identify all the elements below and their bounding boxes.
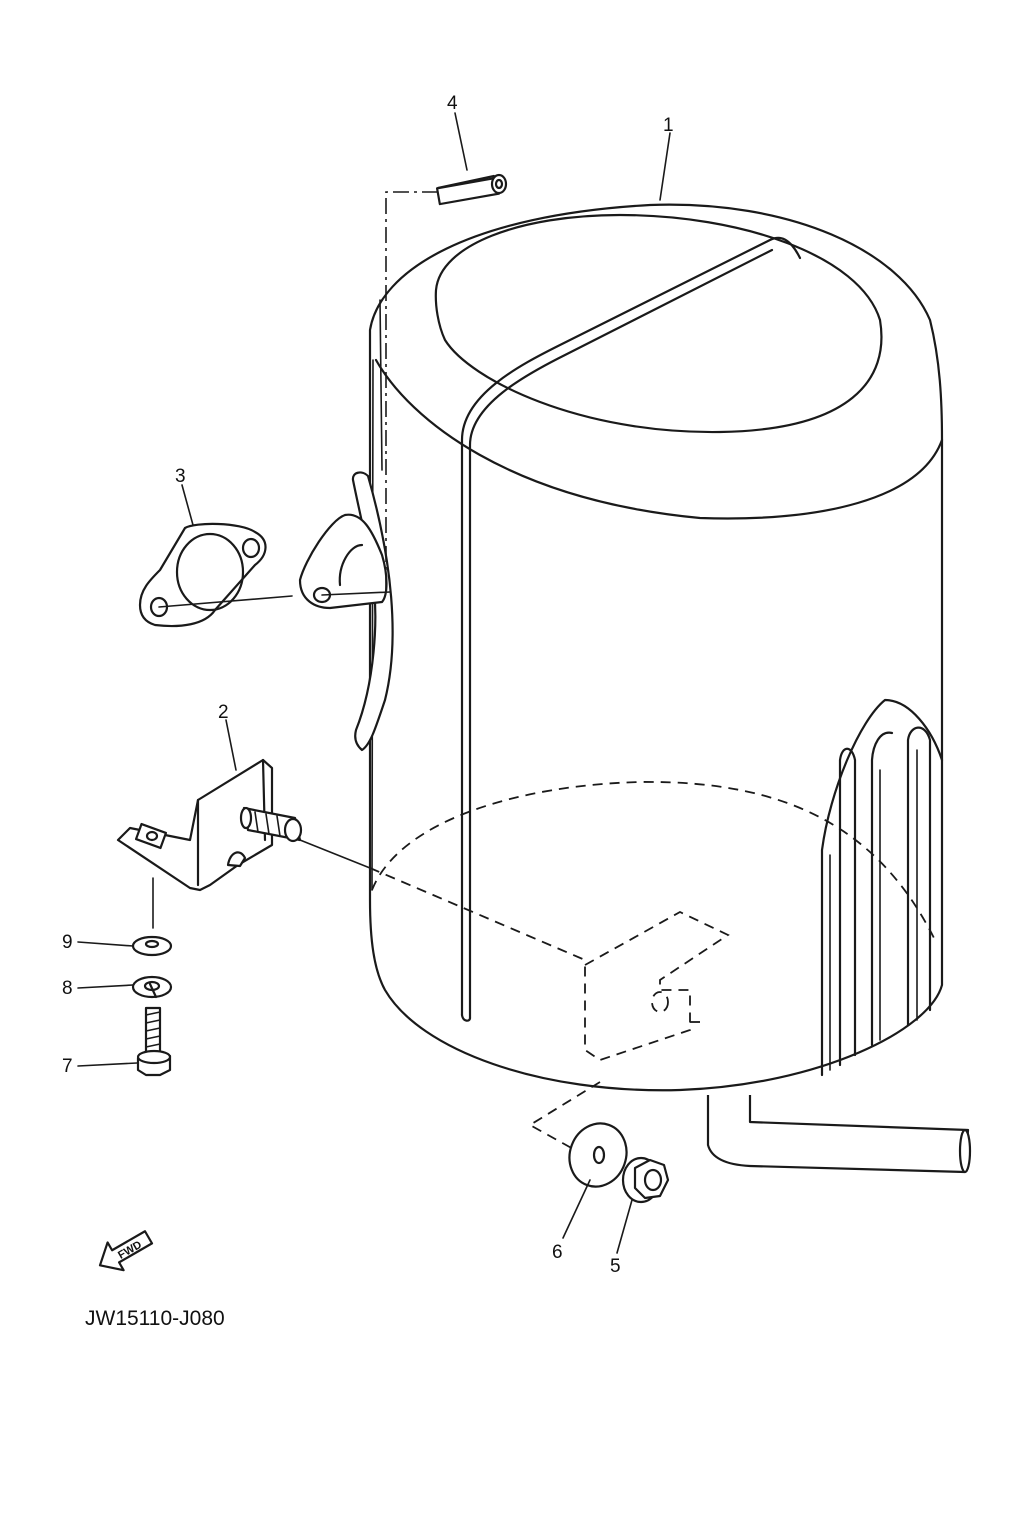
callout-1: 1: [663, 115, 674, 136]
bolt-part-7: [136, 1006, 172, 1077]
tank-body: [298, 203, 972, 1174]
lock-washer-part-8: [131, 975, 173, 999]
callout-3: 3: [175, 466, 186, 487]
gasket-alignment-line: [158, 595, 293, 608]
bracket-part-2: [116, 758, 303, 892]
callout-4: 4: [447, 93, 458, 114]
flange-nut-part-5: [621, 1156, 670, 1204]
diagram-code: JW15110-J080: [85, 1307, 225, 1330]
fwd-arrow-icon: FWD: [98, 1230, 154, 1272]
callout-6: 6: [552, 1242, 563, 1263]
callout-5: 5: [610, 1256, 621, 1277]
spacer-part-4: [435, 173, 508, 206]
fwd-label: FWD: [116, 1239, 144, 1262]
washer-part-9: [131, 935, 173, 957]
callout-7: 7: [62, 1056, 73, 1077]
callout-8: 8: [62, 978, 73, 999]
callout-9: 9: [62, 932, 73, 953]
stud-alignment-line: [299, 839, 371, 869]
spacer-center-line: [385, 191, 438, 595]
leader-lines: [77, 112, 671, 1254]
gasket-part-3: [138, 522, 267, 628]
callout-2: 2: [218, 702, 229, 723]
